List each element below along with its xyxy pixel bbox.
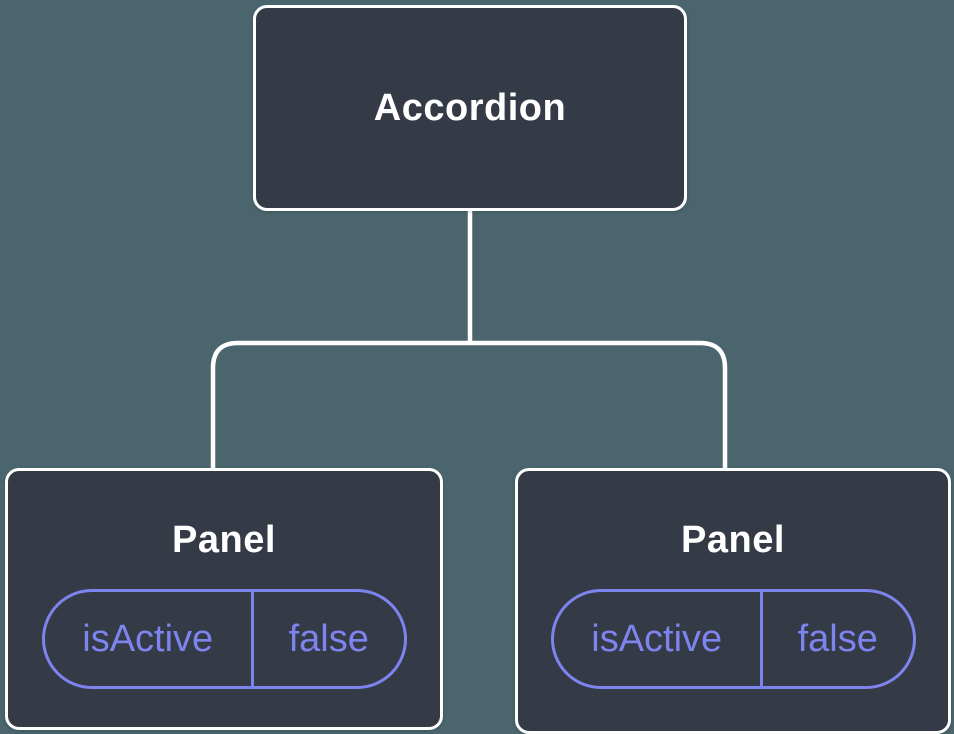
state-key-right: isActive bbox=[554, 592, 763, 686]
component-label-panel-right: Panel bbox=[681, 519, 785, 561]
component-label-panel-left: Panel bbox=[172, 519, 276, 561]
state-pill-right: isActive false bbox=[550, 589, 916, 689]
connector-bracket bbox=[210, 340, 728, 470]
component-node-panel-right: Panel isActive false bbox=[515, 468, 951, 734]
state-value-right: false bbox=[797, 617, 878, 660]
component-label-accordion: Accordion bbox=[373, 86, 567, 129]
state-pill-left: isActive false bbox=[41, 589, 407, 689]
state-value-left: false bbox=[288, 617, 369, 660]
component-node-panel-left: Panel isActive false bbox=[5, 468, 443, 730]
component-node-accordion: Accordion bbox=[253, 5, 687, 211]
state-key-left: isActive bbox=[45, 592, 254, 686]
